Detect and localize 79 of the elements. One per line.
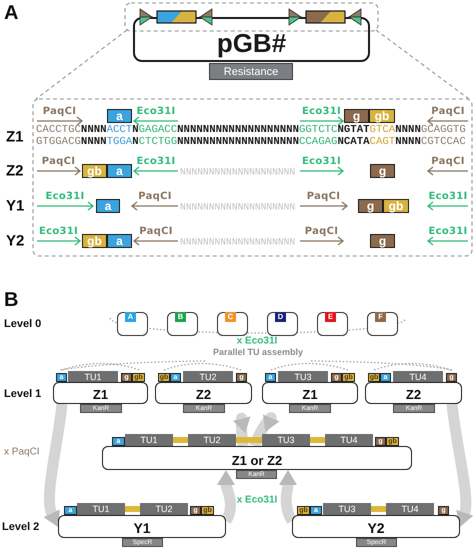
part-tag: g xyxy=(370,164,395,178)
enzyme-label: Eco31I xyxy=(428,191,468,202)
tu-bar: TU2 xyxy=(188,434,236,446)
enzyme-label: Eco31I xyxy=(136,106,176,117)
cycle-arrow xyxy=(233,415,250,447)
tu-bar: TU1 xyxy=(77,503,125,515)
enzyme-label: Eco31I xyxy=(136,156,176,167)
plasmid-map xyxy=(317,312,348,336)
tu-bar: TU3 xyxy=(278,371,328,382)
tu-bar: TU3 xyxy=(323,503,371,515)
level-label: Level 0 xyxy=(4,318,42,330)
cycle-arrow xyxy=(446,403,474,528)
caption-text: Parallel TU assembly xyxy=(212,347,304,357)
part-tag: g xyxy=(358,199,383,213)
enzyme-label: PaqCI xyxy=(431,106,465,117)
enzyme-label: Eco31I xyxy=(38,226,78,237)
plasmid-map: Z2 xyxy=(365,382,462,404)
part-tag: a xyxy=(96,199,120,213)
enzyme-label: Eco31I xyxy=(302,156,342,167)
step-label: x Eco31I xyxy=(236,494,278,506)
step-label: x Eco31I xyxy=(236,336,278,346)
plasmid-map: pGB# xyxy=(133,17,370,62)
cycle-arrow xyxy=(217,470,236,524)
plasmid-map xyxy=(117,312,148,336)
tu-bar: TU4 xyxy=(325,434,373,446)
tu-bar: TU3 xyxy=(262,434,310,446)
panel-letter: B xyxy=(4,289,18,312)
row-label: Z2 xyxy=(6,162,24,180)
part-tag: gb xyxy=(82,234,107,248)
enzyme-label: PaqCI xyxy=(139,226,173,237)
cycle-arrow xyxy=(279,470,297,524)
part-tag: gb xyxy=(82,164,107,178)
panel-letter: A xyxy=(4,2,18,25)
enzyme-label: PaqCI xyxy=(138,191,172,202)
dna-sequence: GTGGACGNNNNTGGANCTCTGGNNNNNNNNNNNNNNNNNNNCCAGAGNCATACAGTNNNNCGTCCAC xyxy=(36,136,466,148)
tu-bar: TU4 xyxy=(393,371,443,382)
dna-sequence: NNNNNNNNNNNNNNNNNNNN xyxy=(180,166,296,178)
plasmid-map xyxy=(217,312,248,336)
part-tag: gb xyxy=(369,109,395,123)
plasmid-map: Z1 or Z2 xyxy=(102,446,412,470)
enzyme-label: PaqCI xyxy=(431,156,465,167)
resistance-bar: Resistance xyxy=(209,63,293,80)
tu-bar: TU2 xyxy=(183,371,233,382)
enzyme-label: PaqCI xyxy=(42,106,76,117)
row-label: Y1 xyxy=(6,198,24,214)
tu-bar: TU4 xyxy=(386,503,434,515)
step-label: x PaqCI xyxy=(4,446,40,458)
cycle-arrow xyxy=(250,413,280,448)
part-tag: gb xyxy=(383,199,409,213)
enzyme-label: PaqCI xyxy=(304,226,338,237)
plasmid-map xyxy=(367,312,398,336)
tu-bar: TU1 xyxy=(125,434,173,446)
enzyme-label: Eco31I xyxy=(45,191,85,202)
plasmid-map: Z2 xyxy=(155,382,252,404)
plasmid-map xyxy=(167,312,198,336)
part-tag: g xyxy=(370,234,395,248)
enzyme-label: Eco31I xyxy=(302,106,342,117)
tu-bar: TU2 xyxy=(140,503,188,515)
row-label: Y2 xyxy=(6,232,24,250)
tu-bar: TU1 xyxy=(68,371,118,382)
enzyme-label: PaqCI xyxy=(306,191,340,202)
cycle-arrow xyxy=(43,403,68,528)
row-label: Z1 xyxy=(6,128,24,146)
plasmid-map: Z1 xyxy=(262,382,358,404)
part-tag: a xyxy=(107,164,132,178)
level-label: Level 2 xyxy=(2,521,40,533)
plasmid-map: Y2 xyxy=(292,515,460,538)
plasmid-map xyxy=(267,312,298,336)
part-tag: g xyxy=(344,109,369,123)
dna-sequence: NNNNNNNNNNNNNNNNNNNN xyxy=(180,236,296,248)
plasmid-map: Z1 xyxy=(53,382,148,404)
enzyme-label: PaqCI xyxy=(42,156,76,167)
level-label: Level 1 xyxy=(4,388,42,400)
part-tag: a xyxy=(107,234,132,248)
dna-sequence: CACCTGCNNNNACCTNGAGACCNNNNNNNNNNNNNNNNNNNGGTCTCNGTATGTCANNNNGCAGGTG xyxy=(36,124,466,136)
part-tag: a xyxy=(107,109,132,123)
dna-sequence: NNNNNNNNNNNNNNNNNNNN xyxy=(180,202,296,212)
plasmid-map: Y1 xyxy=(58,515,226,538)
enzyme-label: Eco31I xyxy=(428,226,468,237)
